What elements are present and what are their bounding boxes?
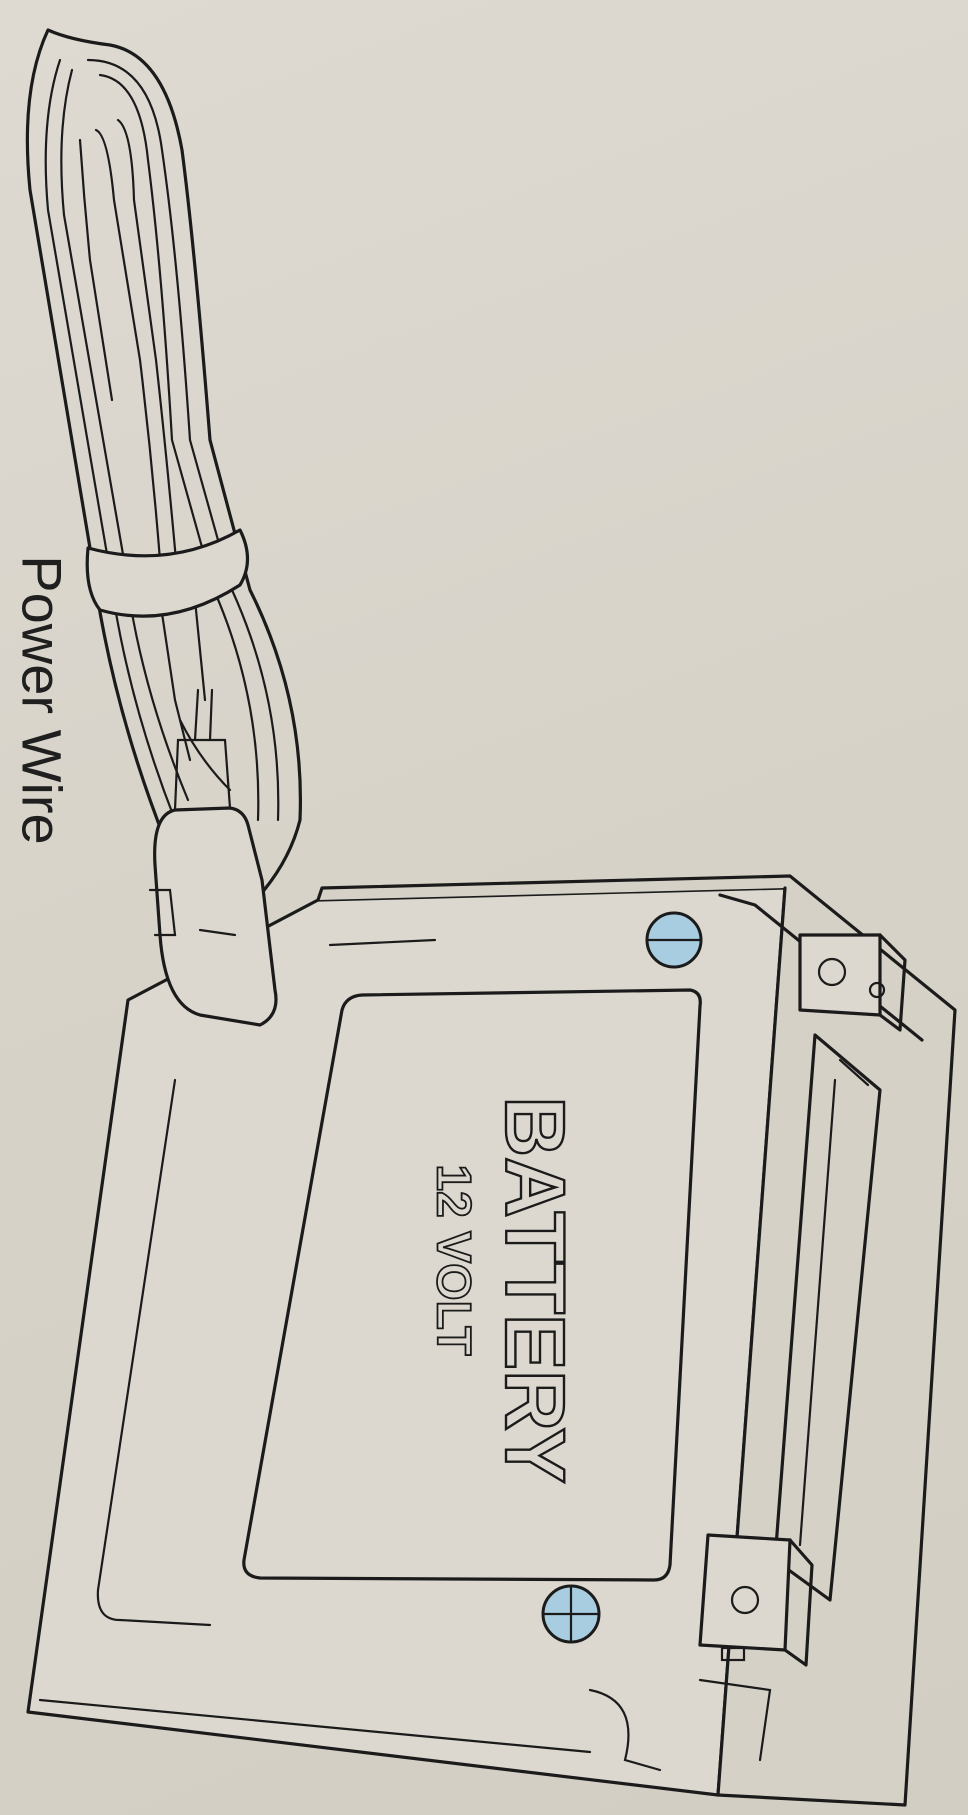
- battery-label-text: BATTERY: [488, 1096, 582, 1483]
- screw-bottom: [543, 1586, 599, 1642]
- terminal-top-block: [800, 935, 880, 1015]
- screw-top: [647, 913, 701, 967]
- battery-front-face: [28, 888, 785, 1795]
- power-wire-connector: [150, 690, 276, 1025]
- battery-voltage-text: 12 VOLT: [426, 1164, 479, 1355]
- wire-tie-strap: [87, 530, 247, 616]
- battery: BATTERY 12 VOLT: [28, 876, 955, 1805]
- power-wire-caption: Power Wire: [10, 555, 75, 844]
- terminal-bottom-block: [700, 1535, 790, 1650]
- power-wire-coil: [27, 30, 300, 1025]
